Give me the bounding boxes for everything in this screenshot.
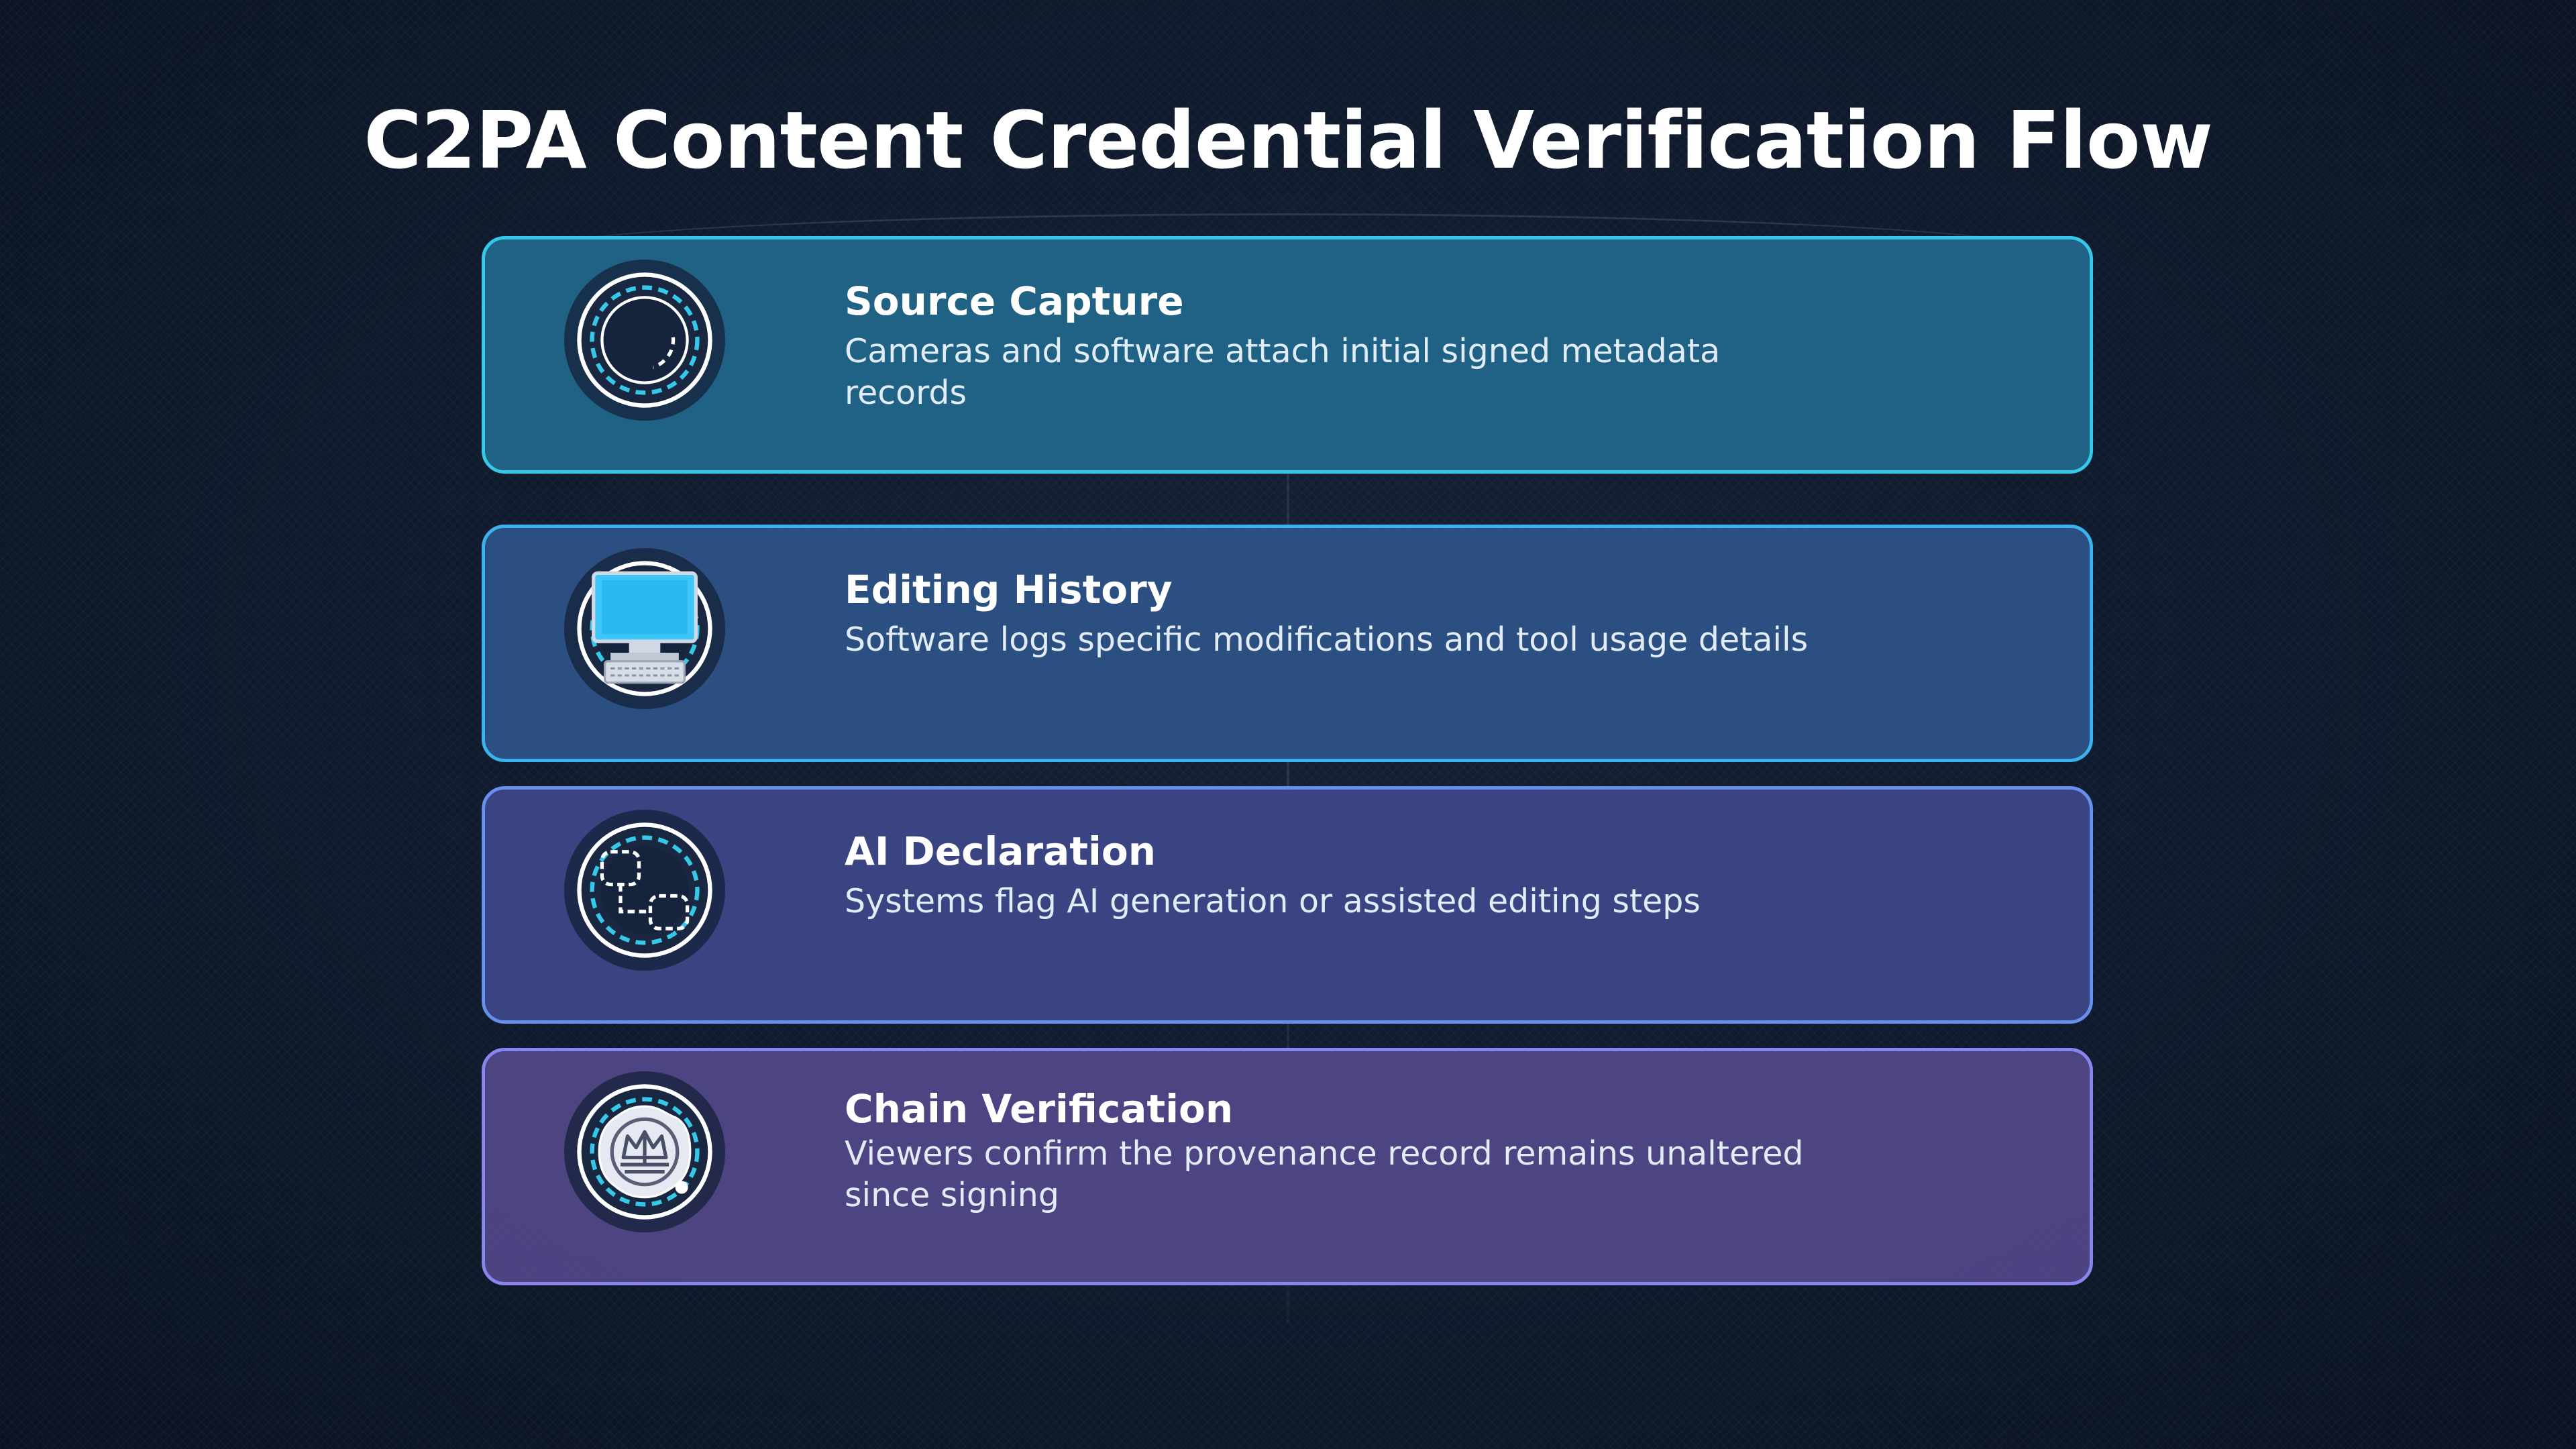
step-description: Viewers confirm the provenance record re… [845, 1134, 1804, 1214]
step-title: Source Capture [845, 278, 1184, 324]
step-card-chain-verification: Chain Verification Viewers confirm the p… [482, 1048, 2093, 1285]
flow-connector-line [1287, 236, 1289, 1323]
page-title: C2PA Content Credential Verification Flo… [364, 94, 2213, 186]
step-title: AI Declaration [845, 828, 1157, 874]
circle-dashed-icon [564, 260, 725, 421]
seal-icon [564, 1071, 725, 1232]
step-title: Editing History [845, 567, 1173, 612]
decorative-arc [510, 213, 2066, 256]
flow-nodes-icon [564, 810, 725, 971]
computer-monitor-icon [564, 548, 725, 709]
step-card-source-capture: Source Capture Cameras and software atta… [482, 236, 2093, 474]
step-title: Chain Verification [845, 1086, 1234, 1132]
step-description: Systems flag AI generation or assisted e… [845, 882, 1701, 920]
step-description: Cameras and software attach initial sign… [845, 332, 1721, 412]
step-card-editing-history: Editing History Software logs specific m… [482, 525, 2093, 762]
step-card-ai-declaration: AI Declaration Systems flag AI generatio… [482, 786, 2093, 1024]
step-description: Software logs specific modifications and… [845, 621, 1809, 659]
